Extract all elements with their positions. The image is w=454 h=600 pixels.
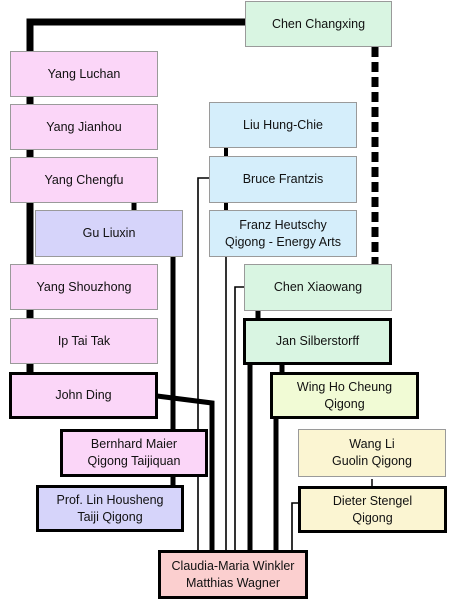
node-label: Jan Silberstorff [275, 334, 360, 348]
node-label-line-2: Guolin Qigong [332, 454, 412, 468]
node-label: Yang Chengfu [44, 172, 124, 187]
node-label-line-2: Qigong [324, 396, 365, 411]
node-label: Yang Jianhou [46, 119, 122, 134]
node-label: Yang Luchan [47, 66, 121, 81]
node-claudia-matthias: Claudia-Maria Winkler Matthias Wagner [158, 550, 308, 599]
node-bernhard-maier: Bernhard Maier Qigong Taijiquan [60, 429, 208, 477]
node-label-line-2: Qigong - Energy Arts [224, 234, 342, 249]
node-chen-changxing: Chen Changxing [245, 1, 392, 47]
node-label-line-1: Claudia-Maria Winkler [171, 558, 295, 573]
node-ip-tai-tak: Ip Tai Tak [10, 318, 158, 364]
node-label-line-1: Franz Heutschy [239, 217, 327, 232]
node-label-line-2: Qigong Taijiquan [87, 454, 181, 468]
connector-chen-changxing-yang [26, 18, 246, 52]
node-dieter-stengel: Dieter Stengel Qigong [298, 486, 447, 533]
node-label: John Ding [55, 388, 112, 402]
node-label-line-1: Wing Ho Cheung [296, 379, 393, 394]
node-label-line-1: Dieter Stengel [332, 493, 413, 508]
connector-chen-xiaowang-claudia [234, 286, 246, 552]
node-label-line-2: Matthias Wagner [185, 575, 281, 590]
connector-dieter-claudia [291, 502, 299, 552]
node-liu-hung-chie: Liu Hung-Chie [209, 102, 357, 148]
node-label-line-1: Bernhard Maier [90, 437, 178, 451]
node-chen-xiaowang: Chen Xiaowang [244, 264, 392, 311]
node-jan-silberstorff: Jan Silberstorff [243, 318, 392, 365]
node-label: Ip Tai Tak [57, 333, 111, 348]
node-label: Gu Liuxin [82, 226, 136, 240]
node-lin-housheng: Prof. Lin Housheng Taiji Qigong [36, 485, 184, 532]
node-gu-liuxin: Gu Liuxin [35, 210, 183, 257]
node-yang-jianhou: Yang Jianhou [10, 104, 158, 150]
node-label-line-1: Wang Li [349, 437, 395, 451]
node-wang-li: Wang Li Guolin Qigong [298, 429, 446, 477]
node-yang-chengfu: Yang Chengfu [10, 157, 158, 203]
node-label: Liu Hung-Chie [243, 117, 323, 132]
node-label: Chen Xiaowang [273, 280, 363, 294]
node-label: Yang Shouzhong [36, 279, 132, 294]
connector-john-ding-claudia [156, 393, 215, 550]
node-wing-ho-cheung: Wing Ho Cheung Qigong [270, 372, 419, 419]
node-yang-shouzhong: Yang Shouzhong [10, 264, 158, 310]
node-franz-heutschy: Franz Heutschy Qigong - Energy Arts [209, 210, 357, 257]
node-label: Chen Changxing [271, 16, 366, 31]
node-label-line-2: Taiji Qigong [77, 509, 143, 524]
node-label-line-1: Prof. Lin Housheng [56, 492, 164, 507]
connector-bruce-claudia [197, 177, 210, 550]
node-john-ding: John Ding [9, 372, 158, 419]
node-label: Bruce Frantzis [242, 172, 324, 186]
node-bruce-frantzis: Bruce Frantzis [209, 156, 357, 203]
node-yang-luchan: Yang Luchan [10, 51, 158, 97]
node-label-line-2: Qigong [352, 510, 393, 525]
